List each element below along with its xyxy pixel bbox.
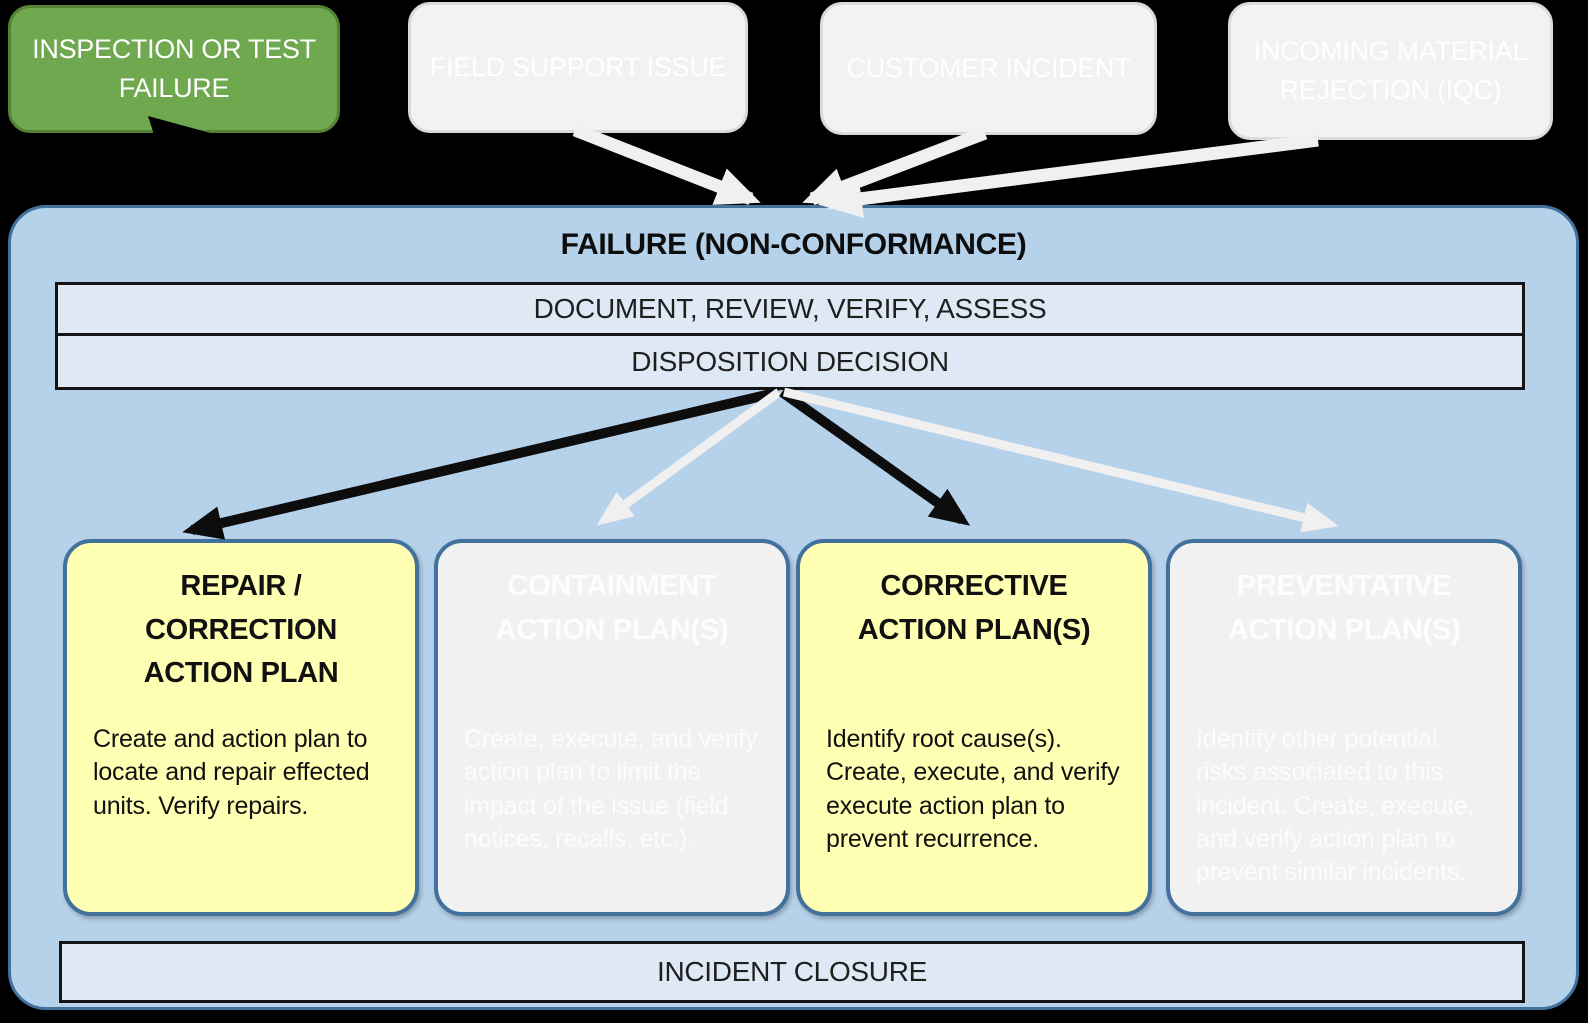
plan-body: Identify other potential risks associate… xyxy=(1196,725,1475,886)
arrow-incoming-material-to-failure xyxy=(817,133,1319,219)
arrow-field-support-to-failure xyxy=(572,123,761,206)
plan-containment: CONTAINMENT ACTION PLAN(S) Create, execu… xyxy=(434,539,790,916)
plan-title: CORRECTIVE ACTION PLAN(S) xyxy=(857,570,1091,646)
plan-repair-correction: REPAIR / CORRECTION ACTION PLAN Create a… xyxy=(63,539,419,916)
plan-body: Create, execute, and verify action plan … xyxy=(464,725,758,853)
arrow-customer-incident-to-failure xyxy=(802,126,988,206)
source-customer-incident: CUSTOMER INCIDENT xyxy=(820,2,1157,135)
plan-title: PREVENTATIVE ACTION PLAN(S) xyxy=(1227,570,1461,646)
step-document-review-verify-assess: DOCUMENT, REVIEW, VERIFY, ASSESS xyxy=(55,282,1525,336)
source-inspection-test-failure: INSPECTION OR TEST FAILURE xyxy=(8,5,340,133)
plan-title: CONTAINMENT ACTION PLAN(S) xyxy=(495,570,729,646)
source-field-support-issue: FIELD SUPPORT ISSUE xyxy=(408,2,748,133)
plan-title: REPAIR / CORRECTION ACTION PLAN xyxy=(143,570,339,689)
plan-body: Identify root cause(s). Create, execute,… xyxy=(826,725,1120,853)
failure-container: FAILURE (NON-CONFORMANCE) DOCUMENT, REVI… xyxy=(8,205,1579,1010)
step-disposition-decision: DISPOSITION DECISION xyxy=(55,333,1525,390)
plan-corrective: CORRECTIVE ACTION PLAN(S) Identify root … xyxy=(796,539,1152,916)
plan-preventative: PREVENTATIVE ACTION PLAN(S) Identify oth… xyxy=(1166,539,1522,916)
failure-title: FAILURE (NON-CONFORMANCE) xyxy=(560,228,1027,261)
step-incident-closure: INCIDENT CLOSURE xyxy=(59,941,1525,1003)
source-incoming-material-rejection: INCOMING MATERIAL REJECTION (IQC) xyxy=(1228,2,1553,140)
plan-body: Create and action plan to locate and rep… xyxy=(93,725,370,820)
